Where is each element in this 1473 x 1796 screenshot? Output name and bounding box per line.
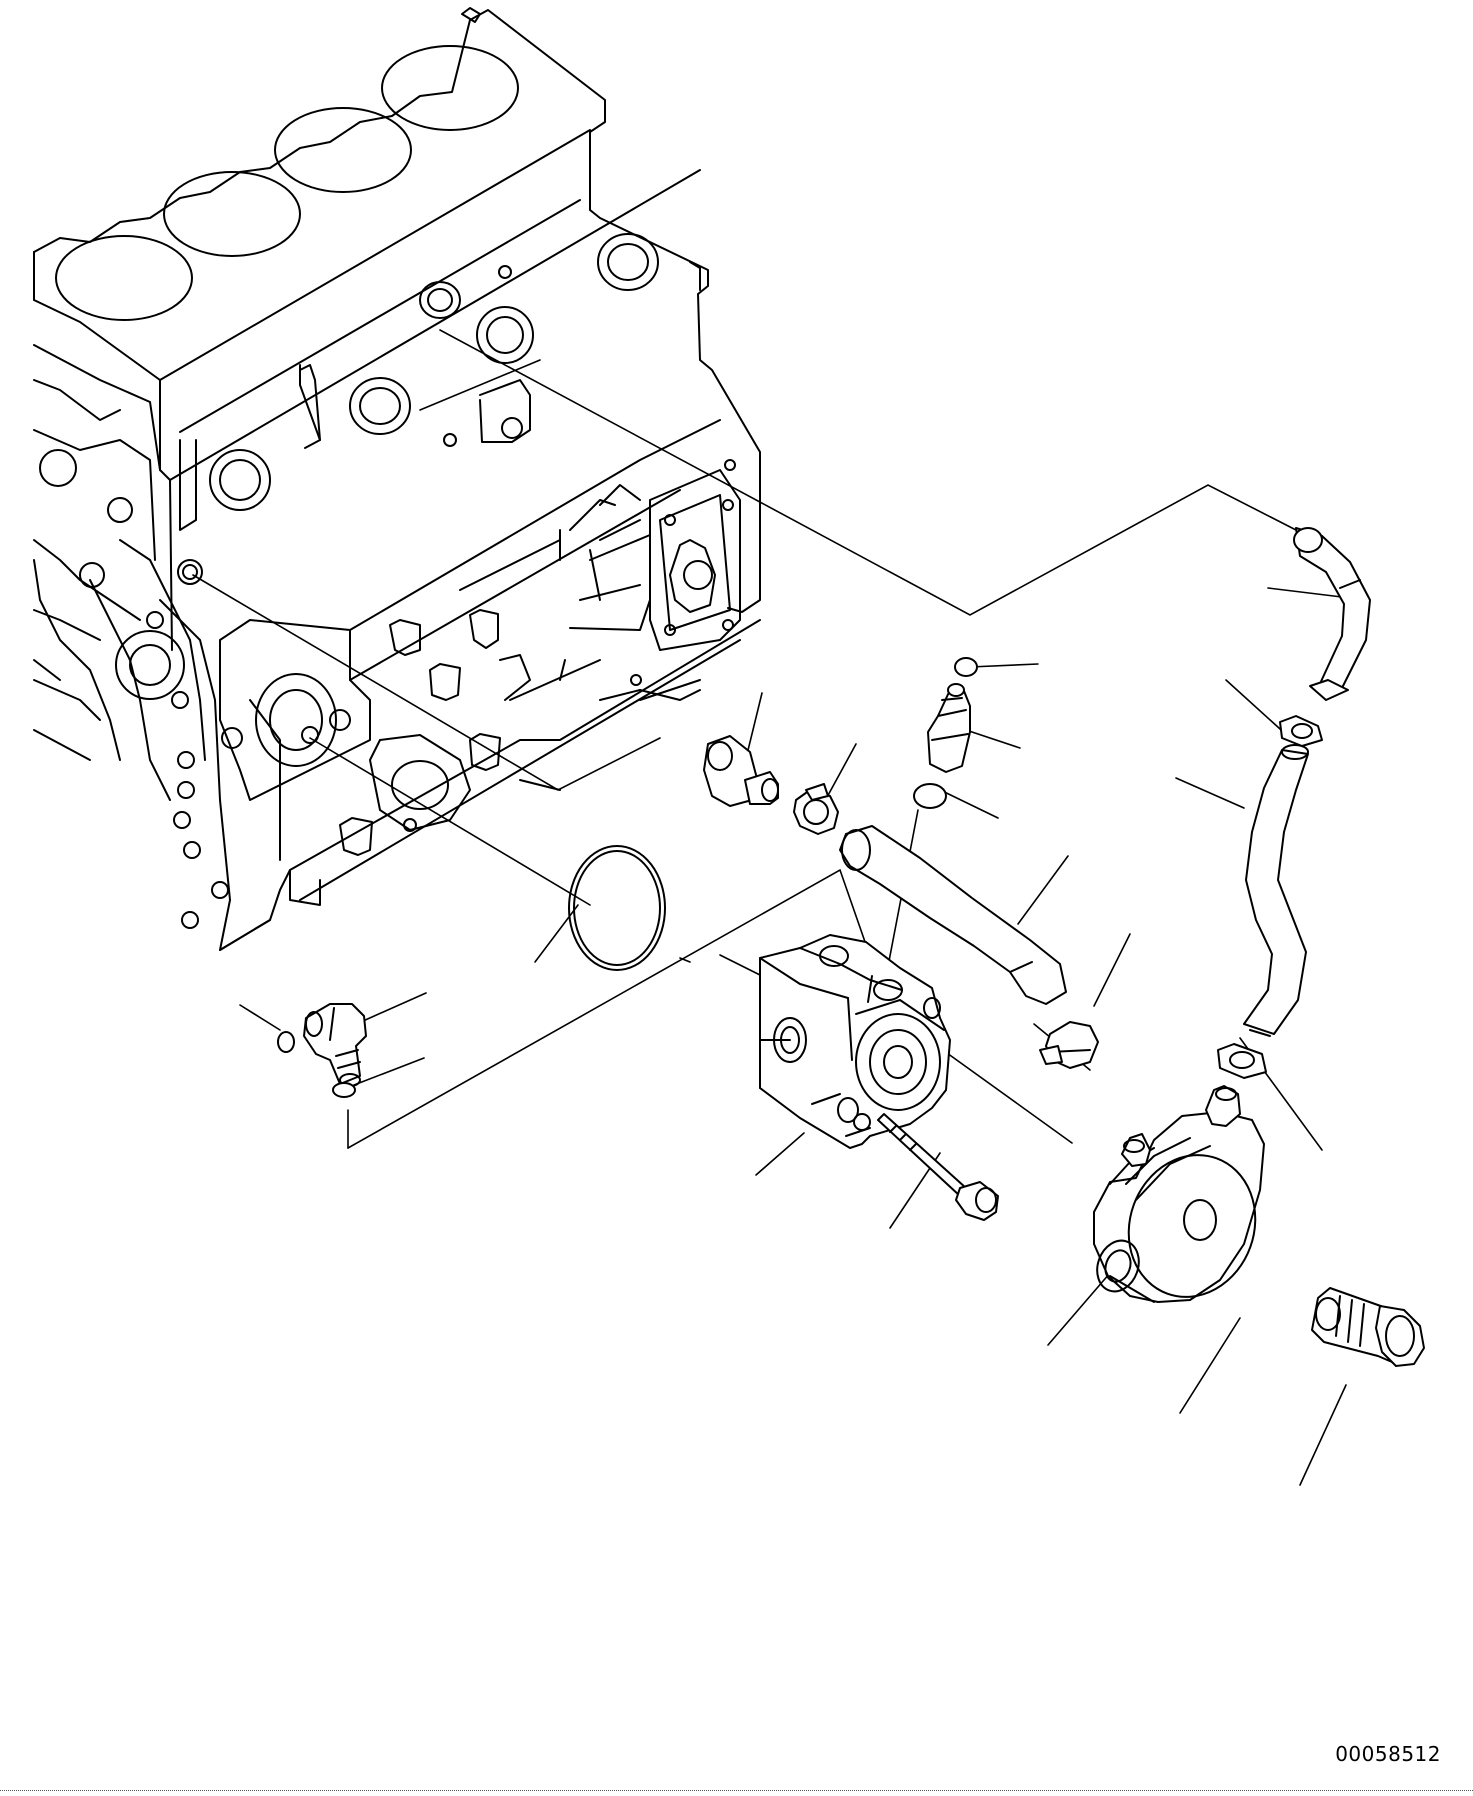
hose-clamp-nipple: [794, 784, 838, 834]
hose-clamp-coolant: [1040, 1022, 1098, 1068]
fuel-hose-upper: [1294, 528, 1370, 700]
bottom-border: [0, 1790, 1473, 1791]
fuel-hose-lower: [1244, 745, 1308, 1036]
connector-nipple: [704, 736, 778, 806]
leader-lines: [193, 330, 1350, 1485]
gasket-ring: [1090, 1235, 1145, 1298]
filter-head: [760, 935, 950, 1148]
oil-cooler: [1094, 1086, 1275, 1315]
washer-elbow-lower: [333, 1083, 355, 1097]
drawing-number: 00058512: [1335, 1742, 1441, 1766]
center-bolt: [1312, 1288, 1424, 1366]
washer-elbow-upper: [278, 1032, 294, 1052]
coolant-hose: [840, 826, 1066, 1004]
o-ring: [569, 846, 665, 970]
plug-gasket: [955, 658, 977, 676]
elbow-fitting: [304, 1004, 366, 1086]
hose-clamp-upper: [1280, 716, 1322, 746]
plug: [928, 684, 970, 772]
hose-clamp-lower: [1218, 1044, 1266, 1078]
cylinder-block: [34, 8, 760, 950]
washer-small: [914, 784, 946, 808]
mounting-bolt: [878, 1114, 998, 1220]
